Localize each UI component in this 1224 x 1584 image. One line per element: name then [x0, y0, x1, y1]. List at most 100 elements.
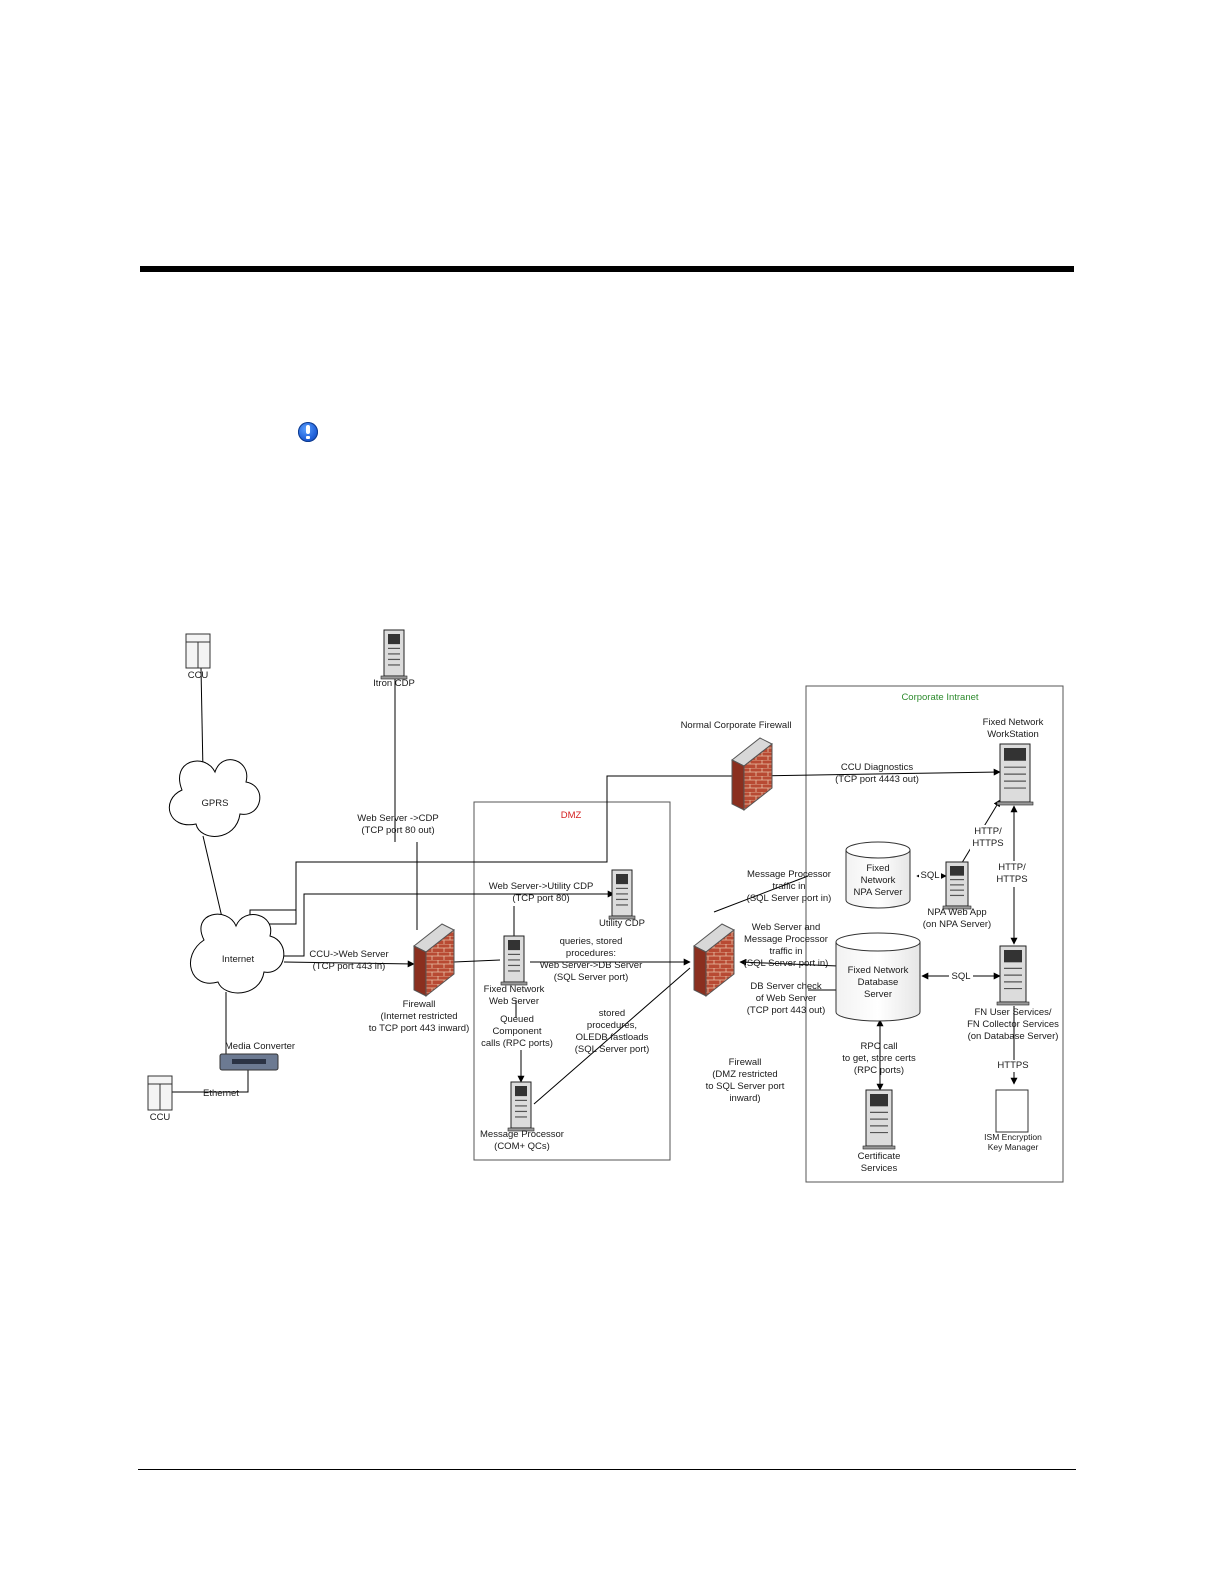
svg-text:Message Processor: Message Processor: [744, 934, 828, 945]
ccu-top-label: CCU: [188, 670, 209, 681]
ccu-top: CCU: [185, 633, 211, 681]
media-converter-label: Media Converter: [225, 1041, 295, 1052]
svg-text:Fixed Network: Fixed Network: [848, 965, 909, 976]
firewall-dmz: Firewall (DMZ restricted to SQL Server p…: [693, 923, 785, 1104]
ccu-web-arrow: [283, 960, 415, 968]
svg-text:queries, stored: queries, stored: [560, 936, 623, 947]
svg-text:to TCP port 443 inward): to TCP port 443 inward): [369, 1023, 470, 1034]
svg-text:DB Server check: DB Server check: [750, 981, 822, 992]
svg-text:NPA Web App: NPA Web App: [927, 907, 986, 918]
svg-text:traffic in: traffic in: [769, 946, 802, 957]
info-icon: [298, 422, 318, 442]
svg-text:Fixed: Fixed: [866, 863, 889, 874]
svg-text:of Web Server: of Web Server: [756, 993, 817, 1004]
media-converter: Media Converter Ethernet: [203, 1041, 295, 1099]
svg-text:NPA Server: NPA Server: [854, 887, 903, 898]
svg-text:Web Server ->CDP: Web Server ->CDP: [357, 813, 438, 824]
svg-text:procedures:: procedures:: [566, 948, 616, 959]
gprs-internet-line: [202, 835, 225, 927]
ws-mp-arrow: [739, 958, 839, 967]
svg-text:Services: Services: [861, 1163, 898, 1174]
svg-text:(RPC ports): (RPC ports): [854, 1065, 904, 1076]
internet-label: Internet: [222, 954, 255, 965]
cert-services-server: [862, 1089, 896, 1150]
svg-text:Web Server and: Web Server and: [752, 922, 820, 933]
fn-user-services-server: [996, 945, 1030, 1006]
svg-text:(on NPA Server): (on NPA Server): [923, 919, 991, 930]
svg-text:(Internet restricted: (Internet restricted: [380, 1011, 457, 1022]
svg-text:(DMZ restricted: (DMZ restricted: [712, 1069, 777, 1080]
svg-text:calls (RPC ports): calls (RPC ports): [481, 1038, 553, 1049]
svg-text:(TCP port 80 out): (TCP port 80 out): [361, 825, 434, 836]
svg-text:Message Processor: Message Processor: [747, 869, 831, 880]
ccu-bottom-label: CCU: [150, 1112, 171, 1123]
svg-text:Queued: Queued: [500, 1014, 534, 1025]
svg-text:Network: Network: [861, 875, 896, 886]
web-server-icon: [500, 935, 528, 986]
svg-text:ISM Encryption: ISM Encryption: [984, 1132, 1042, 1142]
svg-text:Web Server->DB Server: Web Server->DB Server: [540, 960, 643, 971]
svg-text:WorkStation: WorkStation: [987, 729, 1039, 740]
svg-text:SQL: SQL: [920, 870, 939, 881]
svg-text:(SQL Server port in): (SQL Server port in): [747, 893, 832, 904]
svg-text:(TCP port 4443 out): (TCP port 4443 out): [835, 774, 919, 785]
svg-text:Fixed Network: Fixed Network: [983, 717, 1044, 728]
svg-text:Server: Server: [864, 989, 892, 1000]
svg-text:inward): inward): [729, 1093, 760, 1104]
svg-text:(SQL Server port): (SQL Server port): [575, 1044, 650, 1055]
svg-text:HTTPS: HTTPS: [996, 874, 1027, 885]
svg-text:to get, store certs: to get, store certs: [842, 1053, 916, 1064]
svg-text:Firewall: Firewall: [403, 999, 436, 1010]
utility-cdp-server: [608, 869, 636, 920]
svg-text:Web Server->Utility CDP: Web Server->Utility CDP: [489, 881, 594, 892]
workstation-server: [996, 743, 1034, 806]
utility-cdp-label: Utility CDP: [599, 918, 645, 929]
svg-text:procedures,: procedures,: [587, 1020, 637, 1031]
svg-text:(TCP port 443 in): (TCP port 443 in): [313, 961, 386, 972]
svg-text:(SQL Server port in): (SQL Server port in): [744, 958, 829, 969]
svg-text:RPC call: RPC call: [861, 1041, 898, 1052]
ccu-diag-path: [262, 775, 748, 925]
ism-key-manager: ISM Encryption Key Manager: [984, 1089, 1042, 1152]
stored-line: [533, 967, 691, 1105]
web-utility-arrow: [284, 890, 615, 957]
svg-text:HTTPS: HTTPS: [972, 838, 1003, 849]
firewall-normal-label: Normal Corporate Firewall: [681, 720, 792, 731]
svg-text:OLEDB fastloads: OLEDB fastloads: [576, 1032, 649, 1043]
node-labels: Itron CDP Utility CDP Fixed Network Web …: [373, 678, 1059, 1174]
firewall-normal: Normal Corporate Firewall: [681, 720, 792, 812]
gprs-label: GPRS: [202, 798, 229, 809]
connection-labels: Web Server ->CDP (TCP port 80 out) Web S…: [309, 762, 1032, 1076]
svg-text:(TCP port 80): (TCP port 80): [512, 893, 569, 904]
dmz-zone: [473, 801, 671, 1161]
svg-text:(COM+ QCs): (COM+ QCs): [494, 1141, 550, 1152]
svg-text:Component: Component: [492, 1026, 541, 1037]
corporate-title: Corporate Intranet: [901, 692, 978, 703]
internet-cloud: Internet: [189, 913, 285, 994]
svg-text:CCU Diagnostics: CCU Diagnostics: [841, 762, 914, 773]
ethernet-label: Ethernet: [203, 1088, 239, 1099]
fn-database-cylinder: Fixed Network Database Server: [835, 932, 921, 1022]
svg-text:HTTPS: HTTPS: [997, 1060, 1028, 1071]
svg-text:Certificate: Certificate: [858, 1151, 901, 1162]
firewall-dmz-text: Firewall (DMZ restricted to SQL Server p…: [706, 1057, 785, 1104]
ccu-bottom: CCU: [147, 1075, 173, 1123]
ethernet-line: [172, 1070, 249, 1093]
dmz-title: DMZ: [561, 810, 582, 821]
firewall-internet-text: Firewall (Internet restricted to TCP por…: [369, 999, 470, 1034]
svg-text:Database: Database: [858, 977, 899, 988]
itron-cdp-server: [380, 629, 408, 680]
svg-text:stored: stored: [599, 1008, 625, 1019]
ccu-gprs-line: [200, 667, 204, 773]
svg-text:SQL: SQL: [951, 971, 970, 982]
gprs-cloud: GPRS: [168, 759, 261, 837]
svg-text:traffic in: traffic in: [772, 881, 805, 892]
svg-text:(on Database Server): (on Database Server): [968, 1031, 1059, 1042]
corporate-zone: [805, 685, 1064, 1183]
svg-text:CCU->Web Server: CCU->Web Server: [309, 949, 388, 960]
svg-text:to SQL Server port: to SQL Server port: [706, 1081, 785, 1092]
svg-text:Message Processor: Message Processor: [480, 1129, 564, 1140]
svg-text:Web Server: Web Server: [489, 996, 539, 1007]
ccu-diag-arrow: [753, 768, 1001, 780]
